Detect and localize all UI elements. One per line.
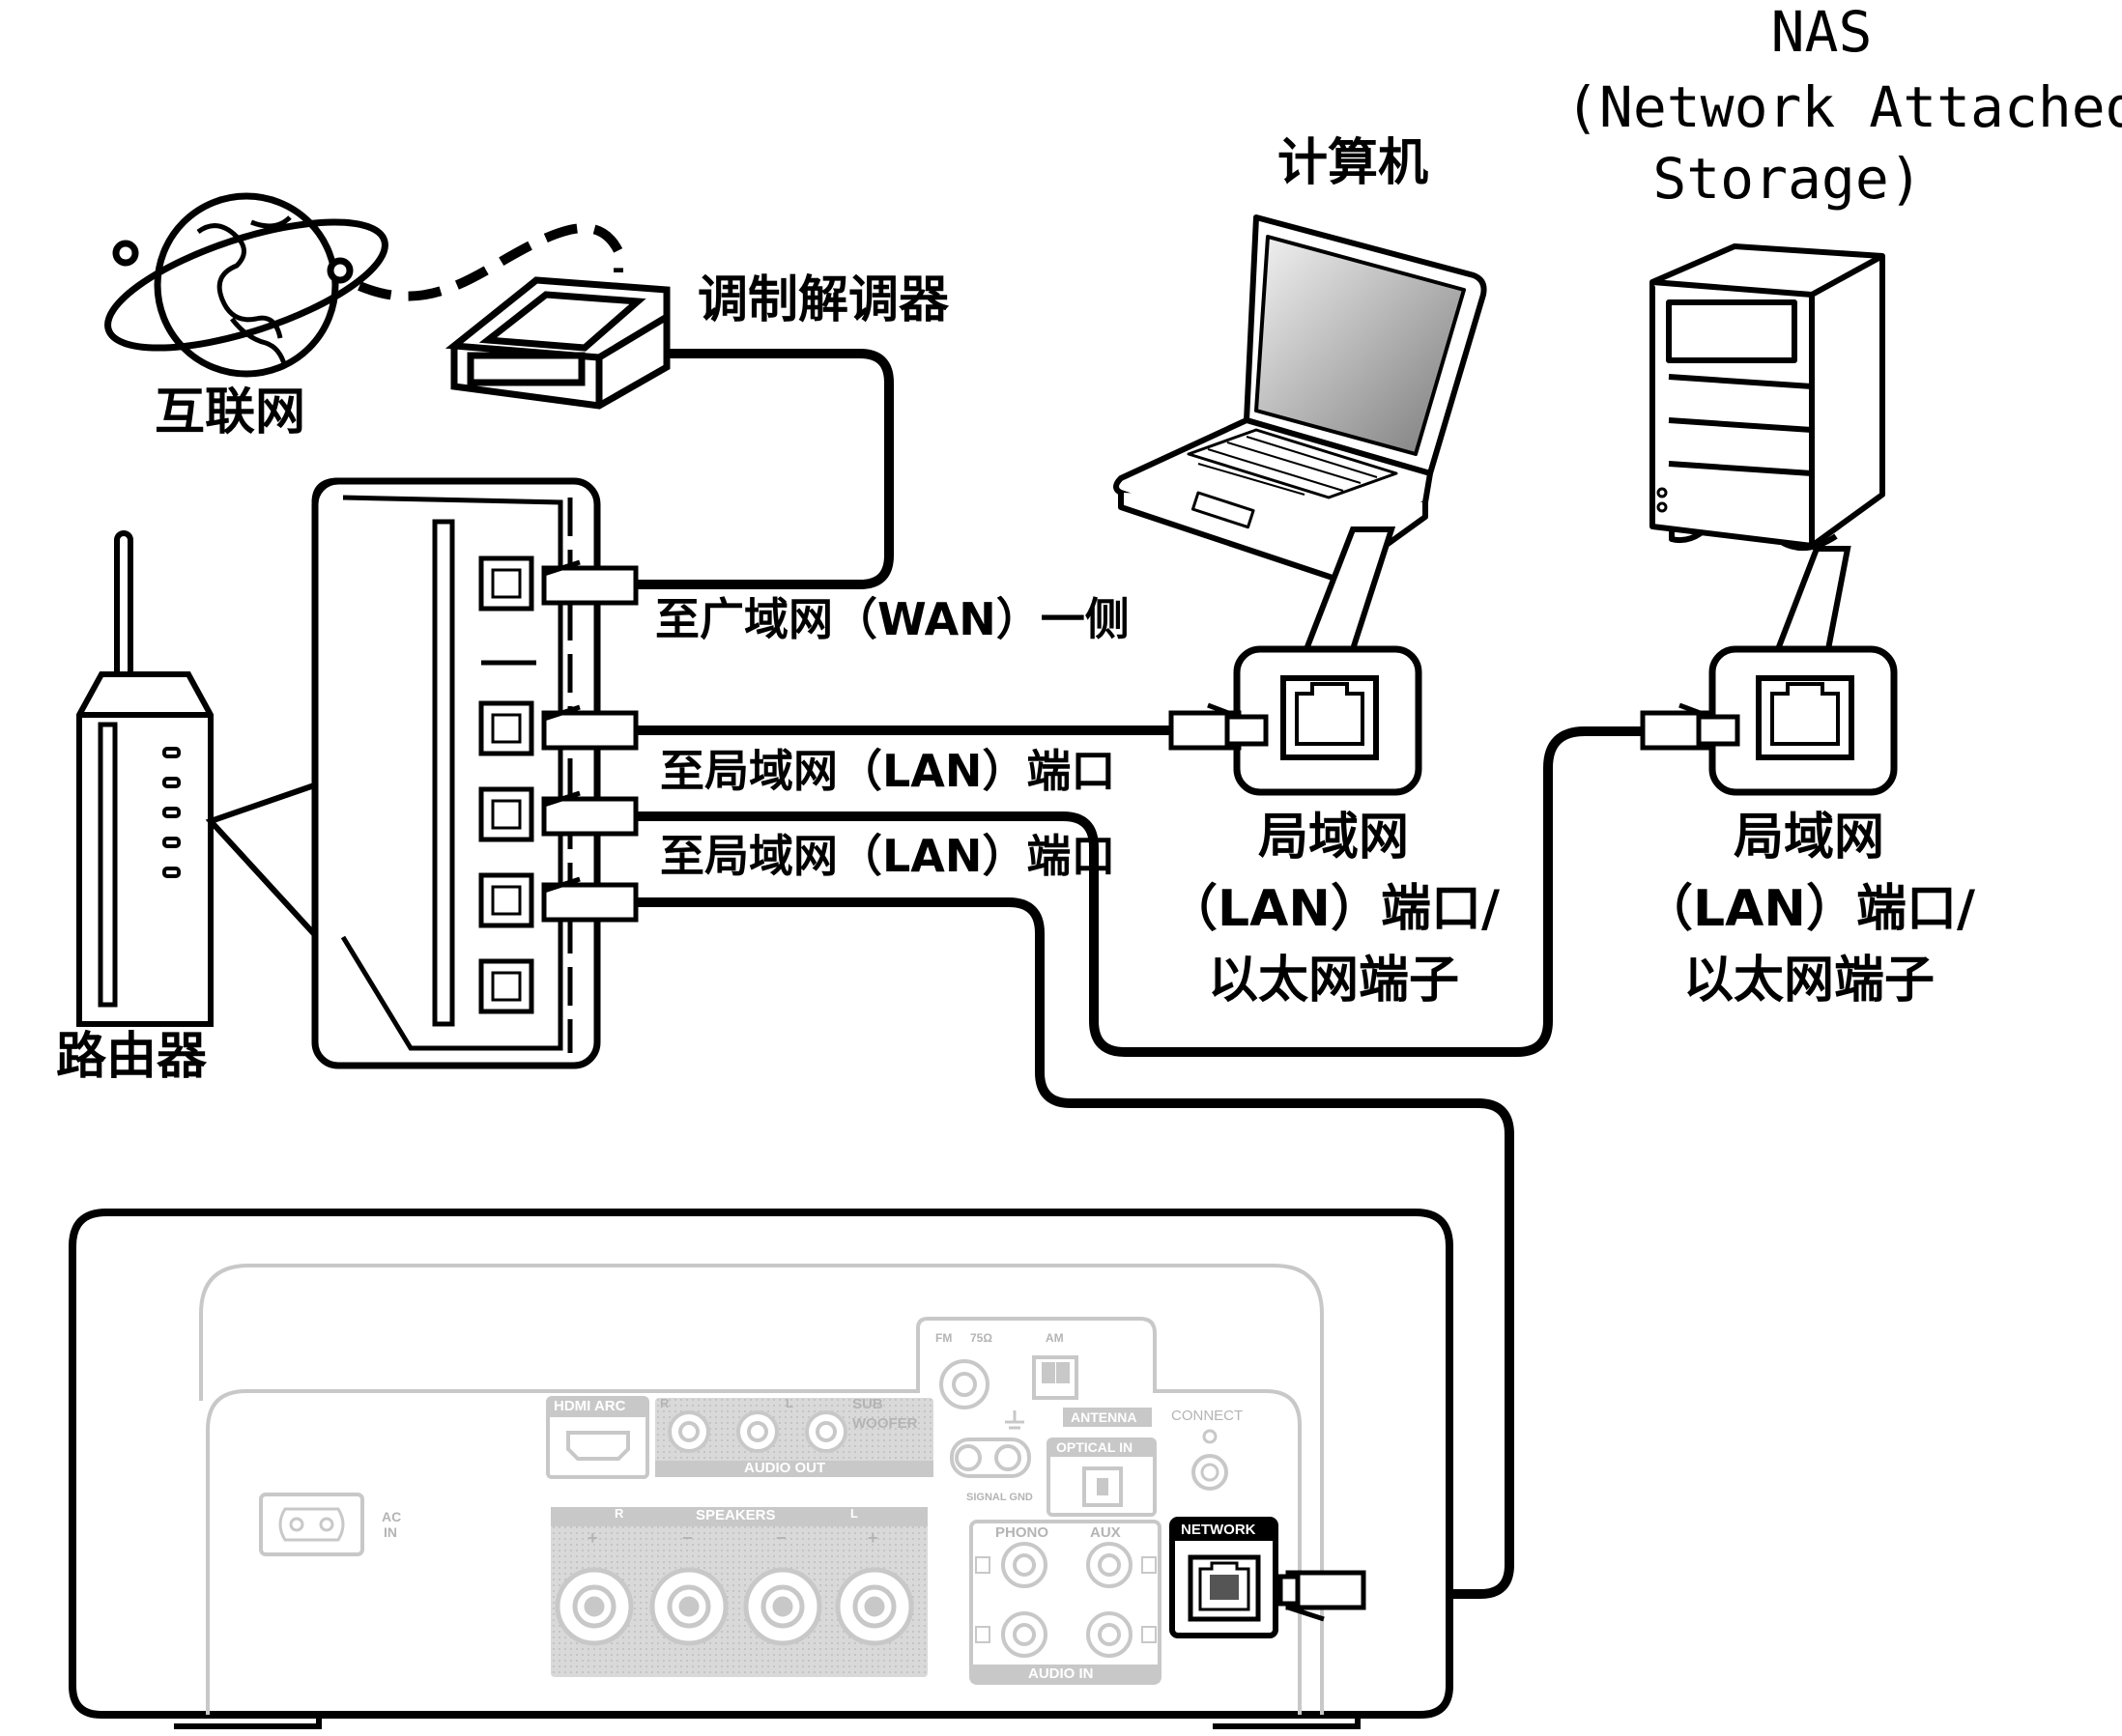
nas-subtitle-line1: (Network Attached: [1565, 74, 2122, 140]
signal-gnd-label: SIGNAL GND: [966, 1492, 1033, 1503]
router-ports-panel: [311, 477, 639, 1069]
sub-label: SUB: [852, 1396, 883, 1412]
wireless-link: [358, 223, 623, 301]
globe-icon: [104, 192, 388, 378]
computer-lan-port-zoom: [1233, 645, 1422, 796]
nas-lan-plug: [1640, 702, 1740, 751]
speaker-plus-l: +: [868, 1528, 878, 1548]
computer-label: 计算机: [1277, 134, 1429, 192]
am-label: AM: [1046, 1331, 1064, 1345]
speaker-minus-l: −: [776, 1528, 787, 1548]
router-lan-port-1: [478, 700, 534, 756]
modem-icon: [444, 276, 671, 410]
router-label: 路由器: [56, 1028, 208, 1086]
receiver-network-port: [1169, 1517, 1278, 1638]
wan-side-label: 至广域网（WAN）一侧: [655, 593, 1130, 645]
speakers-label: SPEAKERS: [696, 1507, 776, 1523]
nas-icon: [1649, 243, 1885, 552]
ohm-label: 75Ω: [970, 1331, 992, 1345]
optical-in-label: OPTICAL IN: [1056, 1439, 1133, 1455]
audio-in-label: AUDIO IN: [1028, 1665, 1094, 1682]
lan-cable-receiver: [636, 897, 1514, 1599]
antenna-label: ANTENNA: [1071, 1409, 1137, 1425]
nas-lan-label-line1: 局域网: [1733, 809, 1884, 867]
ac-in-label: IN: [384, 1524, 397, 1540]
speaker-plus-r: +: [588, 1528, 598, 1548]
nas-subtitle-line2: Storage): [1652, 146, 1923, 212]
receiver-lan-plug: [1277, 1570, 1366, 1622]
speaker-minus-r: −: [682, 1528, 693, 1548]
aux-label: AUX: [1090, 1524, 1121, 1541]
receiver-rear-panel: [69, 1209, 1453, 1729]
zoom-callout: [205, 780, 320, 945]
lan-port-label-2: 至局域网（LAN）端口: [660, 830, 1116, 882]
modem-label: 调制解调器: [698, 271, 950, 329]
computer-lan-label-line1: 局域网: [1257, 809, 1409, 867]
lan-cable-nas: [636, 726, 1650, 1057]
phono-label: PHONO: [995, 1524, 1049, 1541]
audio-out-l-label: L: [786, 1396, 793, 1410]
network-label: NETWORK: [1181, 1522, 1256, 1538]
audio-out-label: AUDIO OUT: [744, 1460, 826, 1476]
internet-label: 互联网: [155, 384, 306, 441]
computer-lan-plug: [1168, 702, 1269, 751]
connect-label: CONNECT: [1171, 1408, 1244, 1424]
woofer-label: WOOFER: [852, 1415, 918, 1432]
laptop-icon: [1113, 214, 1487, 583]
nas-title: NAS: [1770, 0, 1873, 65]
hdmi-arc-label: HDMI ARC: [554, 1398, 626, 1414]
nas-lan-label-line2: （LAN）端口/: [1643, 880, 1975, 938]
nas-lan-label-line3: 以太网端子: [1682, 952, 1935, 1010]
audio-out-r-label: R: [660, 1396, 670, 1410]
router-icon: [76, 530, 214, 1027]
computer-lan-label-line3: 以太网端子: [1207, 952, 1459, 1010]
ac-label: AC: [382, 1509, 402, 1524]
speakers-l-label: L: [850, 1506, 858, 1521]
lan-port-label-1: 至局域网（LAN）端口: [660, 745, 1116, 797]
fm-label: FM: [935, 1331, 953, 1345]
zoom-callout: [1773, 546, 1851, 652]
nas-lan-port-zoom: [1708, 645, 1898, 796]
speakers-r-label: R: [615, 1506, 624, 1521]
computer-lan-label-line2: （LAN）端口/: [1167, 880, 1500, 938]
wan-cable: [599, 349, 894, 589]
